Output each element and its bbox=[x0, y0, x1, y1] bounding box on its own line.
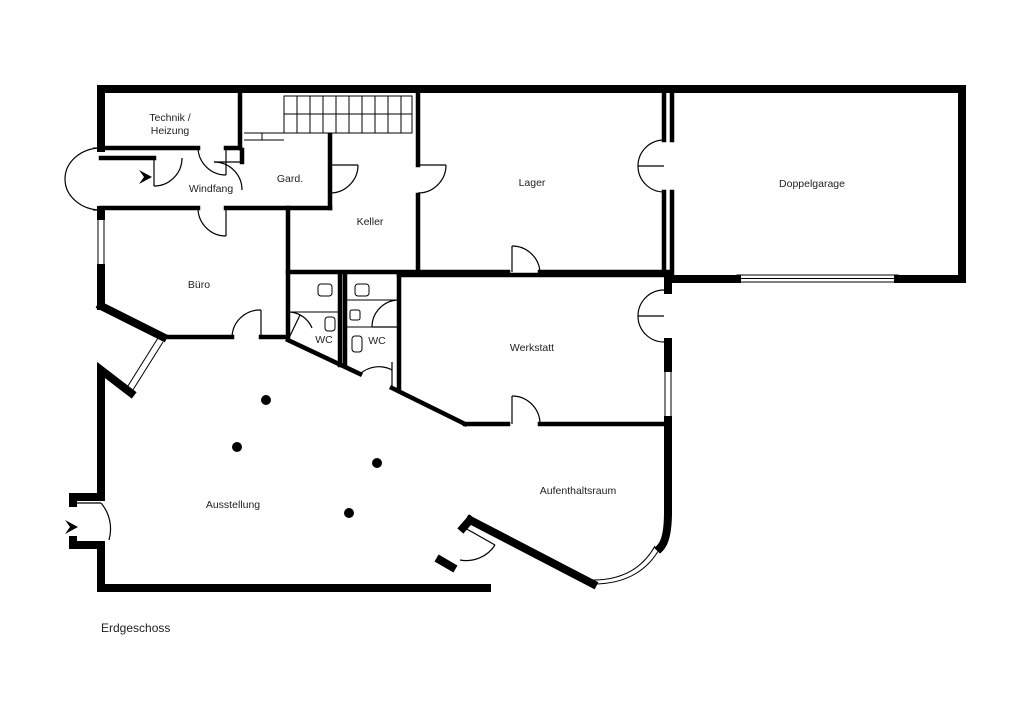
entrance-arrows bbox=[65, 170, 152, 534]
room-label-wc2: WC bbox=[368, 335, 386, 347]
fixtures bbox=[317, 283, 370, 353]
columns bbox=[232, 395, 382, 518]
room-label-gard: Gard. bbox=[277, 173, 303, 185]
room-label-ausstellung: Ausstellung bbox=[206, 499, 260, 511]
room-label-wc1: WC bbox=[315, 334, 333, 346]
room-label-buero: Büro bbox=[188, 279, 210, 291]
room-label-werkstatt: Werkstatt bbox=[510, 342, 554, 354]
room-label-keller: Keller bbox=[357, 216, 384, 228]
door-swings bbox=[64, 139, 665, 562]
interior-walls bbox=[98, 86, 675, 428]
room-labels: Technik / Heizung Windfang Gard. Keller … bbox=[149, 112, 845, 511]
room-label-technik-1: Technik / bbox=[149, 112, 191, 124]
room-label-lager: Lager bbox=[519, 177, 546, 189]
room-label-aufenthaltsraum: Aufenthaltsraum bbox=[540, 485, 617, 497]
room-label-windfang: Windfang bbox=[189, 183, 234, 195]
thin-lines bbox=[97, 95, 899, 585]
room-label-doppelgarage: Doppelgarage bbox=[779, 178, 845, 190]
outer-walls bbox=[69, 85, 966, 592]
room-label-technik-2: Heizung bbox=[151, 125, 190, 137]
floor-name: Erdgeschoss bbox=[101, 621, 171, 635]
